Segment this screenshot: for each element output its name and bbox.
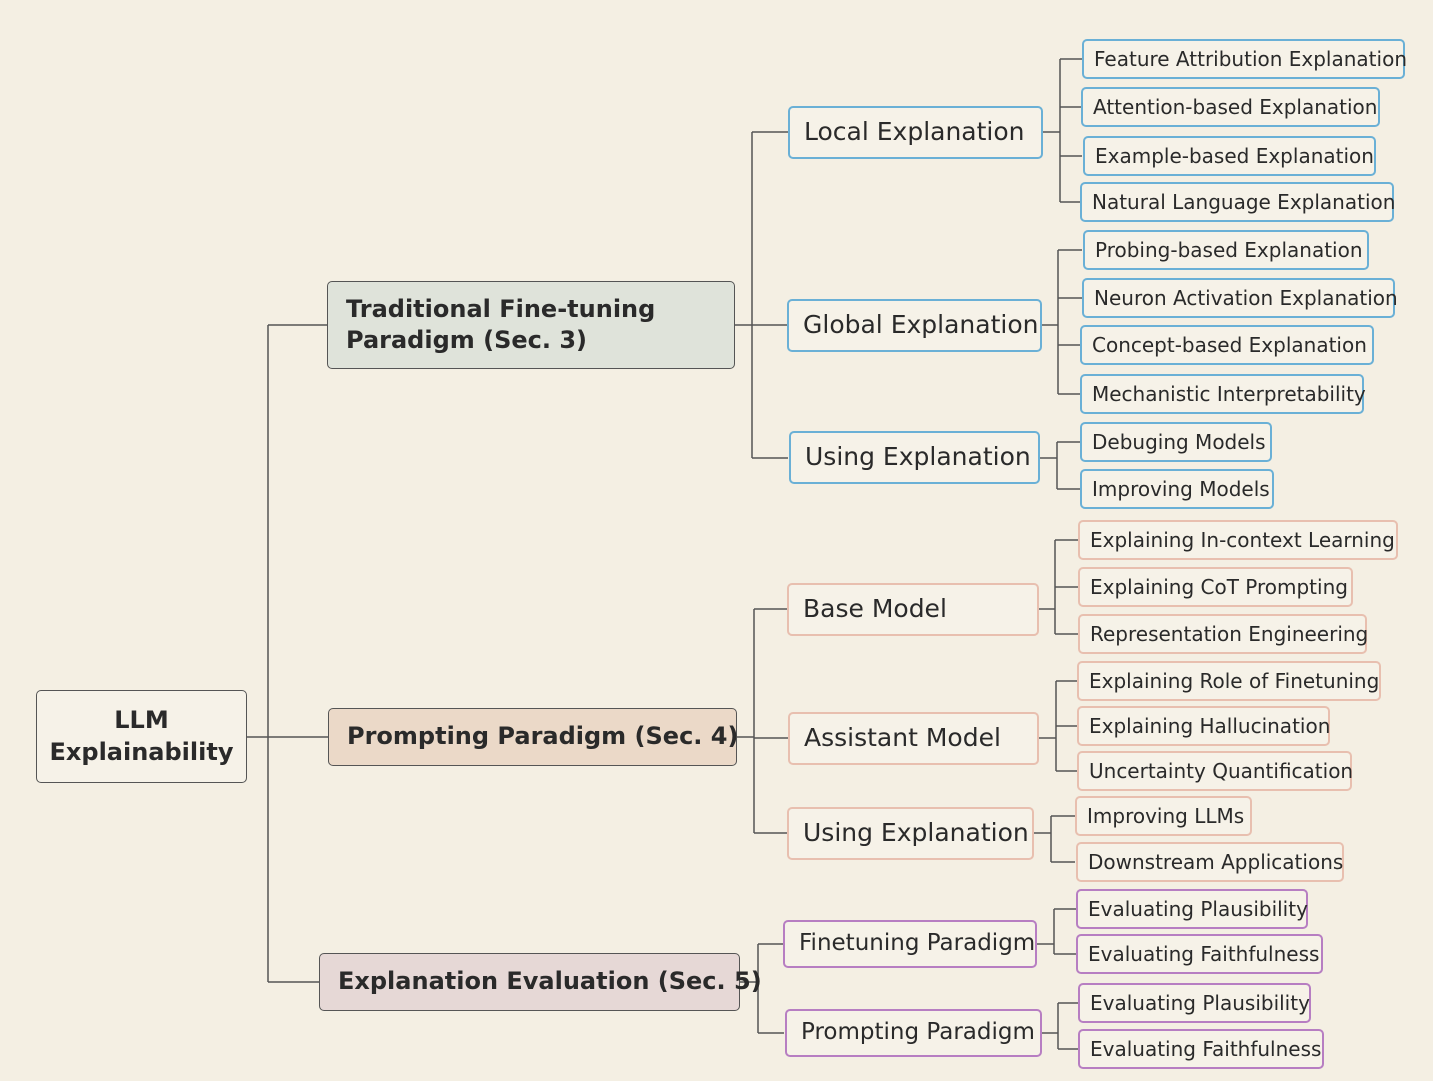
- node-traditional-fine-tuning-paradigm[interactable]: Traditional Fine-tuning Paradigm (Sec. 3…: [327, 281, 735, 369]
- root-label: LLM Explainability: [49, 706, 234, 766]
- node-finetuning-paradigm[interactable]: Finetuning Paradigm: [783, 920, 1037, 968]
- leaf-label: Evaluating Plausibility: [1090, 991, 1310, 1015]
- node-label: Finetuning Paradigm: [799, 930, 1036, 957]
- edge-using-traditional: [1040, 441, 1080, 490]
- edge-base-model: [1039, 539, 1078, 635]
- node-assistant-model[interactable]: Assistant Model: [788, 712, 1039, 765]
- leaf-representation-engineering[interactable]: Representation Engineering: [1078, 614, 1369, 654]
- node-label: Explanation Evaluation (Sec. 5): [338, 967, 762, 996]
- leaf-label: Explaining In-context Learning: [1090, 528, 1395, 552]
- leaf-label: Debuging Models: [1092, 430, 1266, 454]
- edge-prompting-paradigm: [1042, 1002, 1078, 1050]
- node-local-explanation[interactable]: Local Explanation: [788, 106, 1043, 159]
- node-global-explanation[interactable]: Global Explanation: [787, 299, 1042, 352]
- leaf-label: Representation Engineering: [1090, 622, 1369, 646]
- edge-evaluation: [740, 943, 784, 1034]
- leaf-finetuning-evaluating-plausibility[interactable]: Evaluating Plausibility: [1076, 889, 1308, 929]
- edge-assistant-model: [1039, 680, 1077, 772]
- leaf-explaining-in-context-learning[interactable]: Explaining In-context Learning: [1078, 520, 1398, 560]
- leaf-label: Attention-based Explanation: [1093, 95, 1378, 119]
- node-label: Base Model: [803, 594, 947, 624]
- leaf-label: Evaluating Plausibility: [1088, 897, 1308, 921]
- leaf-debuging-models[interactable]: Debuging Models: [1080, 422, 1272, 462]
- node-using-explanation-traditional[interactable]: Using Explanation: [789, 431, 1040, 484]
- leaf-label: Improving Models: [1092, 477, 1270, 501]
- leaf-probing-based-explanation[interactable]: Probing-based Explanation: [1083, 230, 1369, 270]
- leaf-label: Neuron Activation Explanation: [1094, 286, 1398, 310]
- leaf-explaining-role-of-finetuning[interactable]: Explaining Role of Finetuning: [1077, 661, 1381, 701]
- leaf-finetuning-evaluating-faithfulness[interactable]: Evaluating Faithfulness: [1076, 934, 1323, 974]
- leaf-example-based-explanation[interactable]: Example-based Explanation: [1083, 136, 1376, 176]
- leaf-explaining-cot-prompting[interactable]: Explaining CoT Prompting: [1078, 567, 1353, 607]
- leaf-improving-models[interactable]: Improving Models: [1080, 469, 1274, 509]
- leaf-label: Natural Language Explanation: [1092, 190, 1396, 214]
- leaf-label: Probing-based Explanation: [1095, 238, 1363, 262]
- leaf-label: Explaining Hallucination: [1089, 714, 1331, 738]
- leaf-prompting-evaluating-plausibility[interactable]: Evaluating Plausibility: [1078, 983, 1311, 1023]
- node-prompting-paradigm-eval[interactable]: Prompting Paradigm: [785, 1009, 1042, 1057]
- root-node-llm-explainability[interactable]: LLM Explainability: [36, 690, 247, 783]
- edge-prompting: [737, 608, 788, 834]
- leaf-concept-based-explanation[interactable]: Concept-based Explanation: [1080, 325, 1374, 365]
- leaf-label: Explaining Role of Finetuning: [1089, 669, 1380, 693]
- leaf-label: Feature Attribution Explanation: [1094, 47, 1407, 71]
- leaf-prompting-evaluating-faithfulness[interactable]: Evaluating Faithfulness: [1078, 1029, 1324, 1069]
- leaf-label: Mechanistic Interpretability: [1092, 382, 1366, 406]
- node-label: Local Explanation: [804, 117, 1025, 147]
- edge-traditional: [735, 131, 788, 459]
- edge-root: [247, 324, 328, 983]
- edge-local: [1043, 58, 1082, 203]
- leaf-neuron-activation-explanation[interactable]: Neuron Activation Explanation: [1082, 278, 1398, 318]
- leaf-downstream-applications[interactable]: Downstream Applications: [1076, 842, 1344, 882]
- leaf-improving-llms[interactable]: Improving LLMs: [1075, 796, 1252, 836]
- edge-using-prompting: [1034, 815, 1075, 863]
- node-label: Traditional Fine-tuning Paradigm (Sec. 3…: [346, 294, 656, 354]
- leaf-label: Concept-based Explanation: [1092, 333, 1367, 357]
- edge-global: [1042, 249, 1082, 395]
- leaf-label: Example-based Explanation: [1095, 144, 1374, 168]
- node-base-model[interactable]: Base Model: [787, 583, 1039, 636]
- leaf-attention-based-explanation[interactable]: Attention-based Explanation: [1081, 87, 1380, 127]
- leaf-label: Uncertainty Quantification: [1089, 759, 1354, 783]
- node-using-explanation-prompting[interactable]: Using Explanation: [787, 807, 1034, 860]
- node-explanation-evaluation[interactable]: Explanation Evaluation (Sec. 5): [319, 953, 762, 1011]
- node-label: Using Explanation: [805, 442, 1031, 472]
- leaf-label: Evaluating Faithfulness: [1088, 942, 1320, 966]
- node-label: Global Explanation: [803, 310, 1039, 340]
- node-label: Prompting Paradigm: [801, 1019, 1035, 1046]
- leaf-label: Downstream Applications: [1088, 850, 1344, 874]
- leaf-label: Improving LLMs: [1087, 804, 1245, 828]
- node-prompting-paradigm[interactable]: Prompting Paradigm (Sec. 4): [328, 708, 739, 766]
- leaf-natural-language-explanation[interactable]: Natural Language Explanation: [1080, 182, 1396, 222]
- node-label: Using Explanation: [803, 818, 1029, 848]
- node-label: Assistant Model: [804, 723, 1001, 753]
- leaf-label: Evaluating Faithfulness: [1090, 1037, 1322, 1061]
- leaf-explaining-hallucination[interactable]: Explaining Hallucination: [1077, 706, 1330, 746]
- leaf-uncertainty-quantification[interactable]: Uncertainty Quantification: [1077, 751, 1354, 791]
- leaf-label: Explaining CoT Prompting: [1090, 575, 1348, 599]
- node-label: Prompting Paradigm (Sec. 4): [347, 722, 739, 751]
- leaf-mechanistic-interpretability[interactable]: Mechanistic Interpretability: [1080, 374, 1366, 414]
- leaf-feature-attribution-explanation[interactable]: Feature Attribution Explanation: [1082, 39, 1407, 79]
- edge-finetuning-paradigm: [1037, 908, 1076, 955]
